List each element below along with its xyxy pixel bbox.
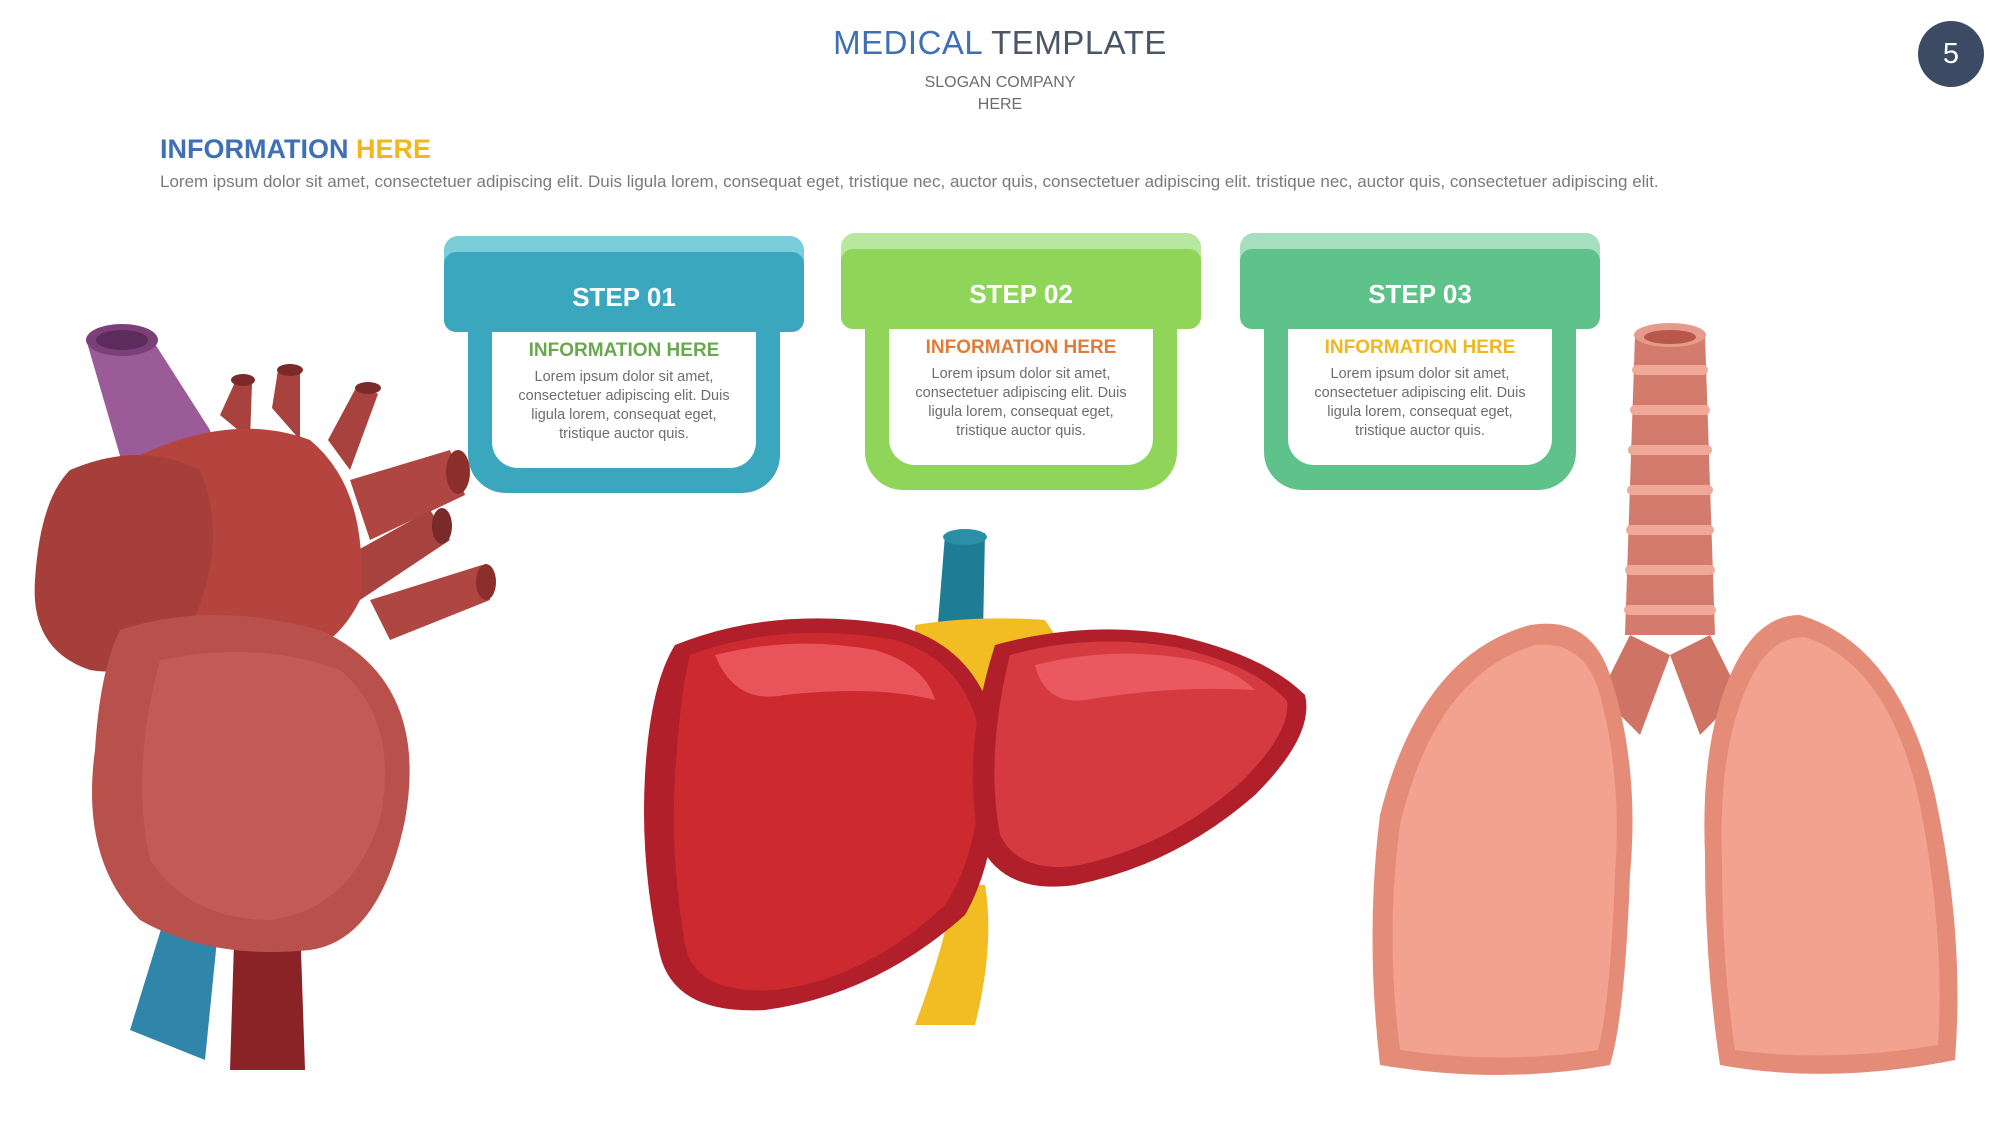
- liver-illustration: [644, 529, 1307, 1025]
- lungs-illustration: [1372, 323, 1958, 1075]
- title-part-1: MEDICAL: [833, 24, 983, 61]
- step-card-2: INFORMATION HERE Lorem ipsum dolor sit a…: [841, 233, 1201, 493]
- slogan-line-1: SLOGAN COMPANY: [924, 74, 1076, 91]
- info-heading-part-2: HERE: [348, 134, 432, 164]
- page-number-badge: 5: [1918, 21, 1984, 87]
- step-3-text: Lorem ipsum dolor sit amet, consectetuer…: [1314, 366, 1526, 439]
- title-part-2: TEMPLATE: [982, 24, 1167, 61]
- heart-illustration: [34, 324, 496, 1070]
- step-3-label: STEP 03: [1240, 249, 1600, 329]
- step-2-text: Lorem ipsum dolor sit amet, consectetuer…: [915, 366, 1127, 439]
- slogan-line-2: HERE: [977, 96, 1023, 113]
- step-card-3: INFORMATION HERE Lorem ipsum dolor sit a…: [1240, 233, 1600, 493]
- page-title: MEDICAL TEMPLATE: [0, 24, 2000, 62]
- info-body-text: Lorem ipsum dolor sit amet, consectetuer…: [160, 172, 1659, 191]
- step-1-text: Lorem ipsum dolor sit amet, consectetuer…: [518, 369, 730, 442]
- info-heading: INFORMATION HERE: [160, 134, 431, 165]
- step-3-title: INFORMATION HERE: [1324, 337, 1516, 358]
- info-heading-part-1: INFORMATION: [160, 134, 349, 164]
- step-2-label: STEP 02: [841, 249, 1201, 329]
- step-card-1: INFORMATION HERE Lorem ipsum dolor sit a…: [444, 236, 804, 496]
- step-2-title: INFORMATION HERE: [925, 337, 1117, 358]
- slogan: SLOGAN COMPANY HERE: [0, 72, 2000, 116]
- step-1-label: STEP 01: [444, 252, 804, 332]
- step-1-title: INFORMATION HERE: [528, 340, 720, 361]
